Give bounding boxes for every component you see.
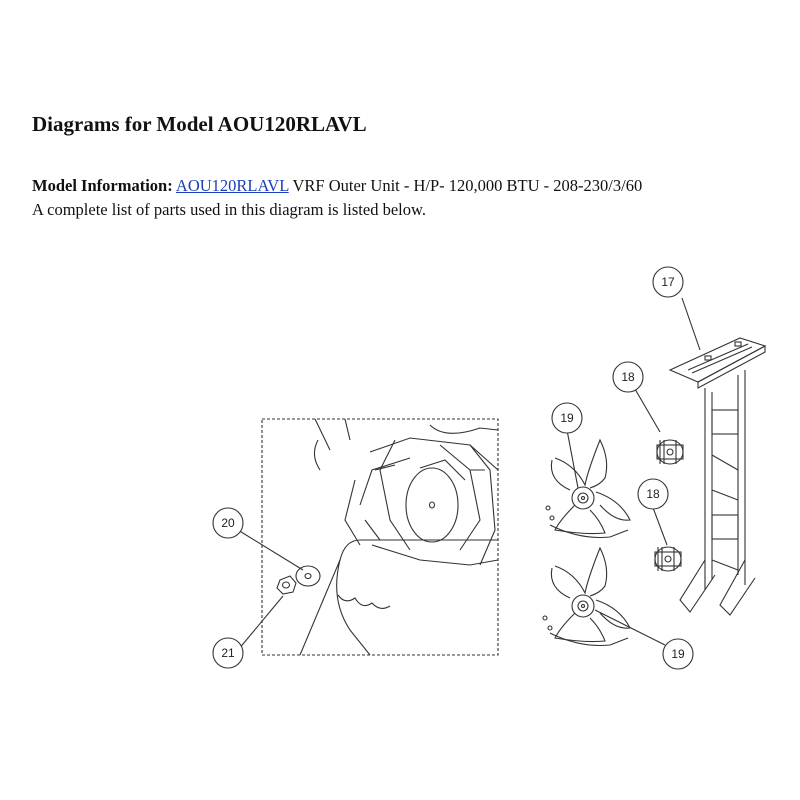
svg-text:19: 19 (671, 647, 685, 661)
model-link[interactable]: AOU120RLAVL (175, 176, 289, 195)
motor-bracket (668, 337, 767, 616)
svg-text:17: 17 (661, 275, 675, 289)
callout-20: 20 (212, 507, 244, 539)
fan-shroud-illustration (299, 418, 499, 656)
svg-text:18: 18 (646, 487, 660, 501)
detail-box (261, 418, 499, 656)
svg-text:18: 18 (621, 370, 635, 384)
parts-note: A complete list of parts used in this di… (32, 200, 426, 219)
page-title: Diagrams for Model AOU120RLAVL (32, 112, 367, 136)
svg-text:20: 20 (221, 516, 235, 530)
nut (276, 575, 297, 595)
fan-hub (405, 467, 459, 543)
svg-text:19: 19 (560, 411, 574, 425)
model-description: VRF Outer Unit - H/P- 120,000 BTU - 208-… (292, 176, 643, 195)
model-info-line: Model Information: AOU120RLAVL VRF Outer… (32, 174, 642, 198)
callout-21: 21 (212, 637, 244, 669)
callout-18-lower: 18 (637, 478, 669, 510)
fan-motor-lower (654, 546, 682, 572)
callout-19-lower: 19 (662, 638, 694, 670)
callout-19-upper: 19 (551, 402, 583, 434)
callout-17: 17 (652, 266, 684, 298)
callout-18-upper: 18 (612, 361, 644, 393)
model-information: Model Information: AOU120RLAVL VRF Outer… (32, 174, 642, 222)
svg-text:21: 21 (221, 646, 235, 660)
washer (295, 565, 321, 587)
fan-motor-upper (656, 439, 684, 465)
model-info-label: Model Information: (32, 176, 173, 195)
propeller-lower (542, 546, 631, 647)
propeller-upper (545, 438, 631, 539)
